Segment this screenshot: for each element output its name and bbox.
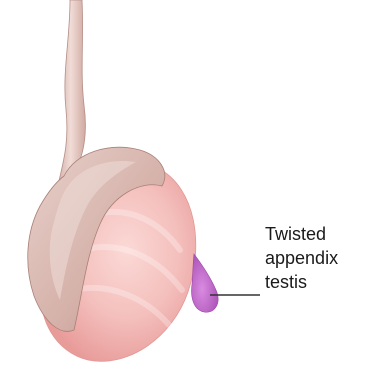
label-line-3: testis — [265, 270, 365, 294]
appendix-testis — [192, 254, 219, 312]
label-line-1: Twisted — [265, 222, 365, 246]
label-line-2: appendix — [265, 246, 365, 270]
appendix-testis-label: Twisted appendix testis — [265, 222, 365, 294]
